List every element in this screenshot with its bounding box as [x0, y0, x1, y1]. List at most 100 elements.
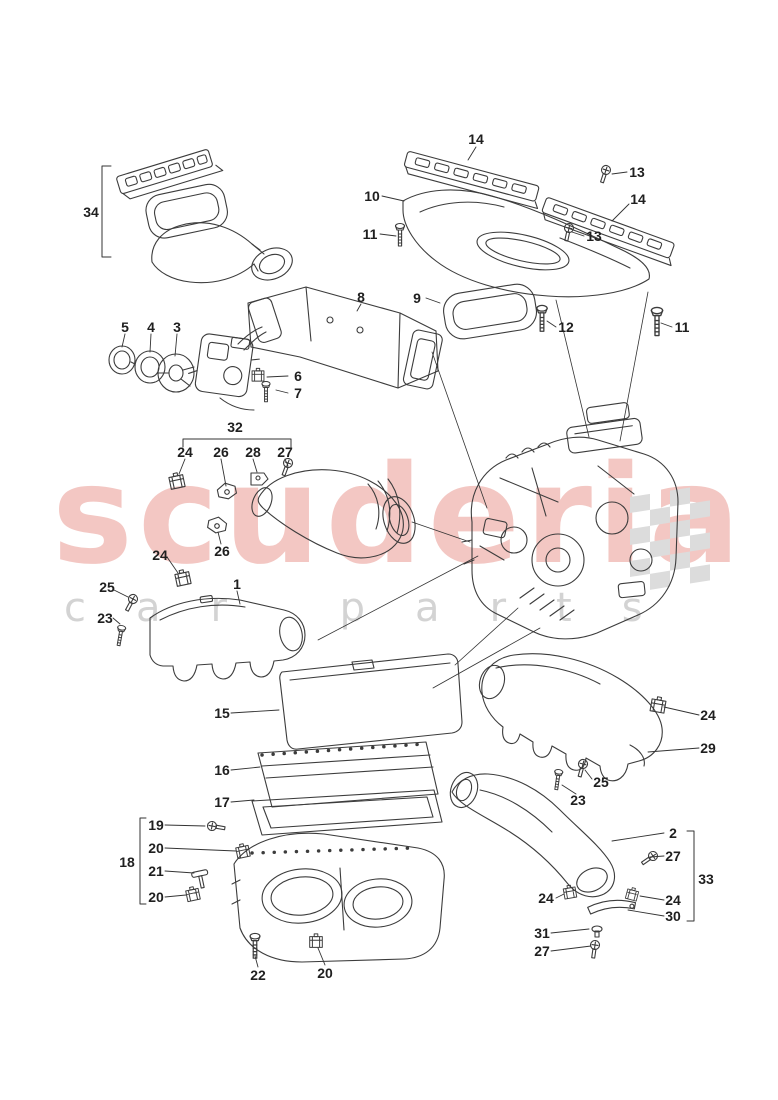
part-30-strap [587, 899, 637, 915]
leader-line [561, 784, 577, 795]
part-13-screw-upper [597, 163, 613, 185]
leader-line [381, 195, 405, 202]
part-20-clip-c [309, 933, 323, 948]
leader-line [164, 894, 187, 898]
part-16-filter-element [257, 741, 439, 808]
part-27-screw-c [588, 939, 601, 960]
leader-lines-layer [101, 146, 700, 968]
part-14-grille-lower [541, 197, 675, 267]
leader-line [121, 333, 126, 348]
checkered-flag-watermark [630, 487, 710, 590]
part-26-bracket-a [216, 482, 237, 500]
leader-line [649, 855, 665, 858]
leader-line [432, 627, 541, 689]
leader-line [164, 824, 206, 827]
part-27-screw-b [639, 849, 660, 868]
part-24-clip-a [167, 471, 186, 490]
part-5-ring [108, 345, 136, 375]
leader-line [546, 320, 557, 328]
leader-line [611, 832, 665, 842]
leader-line [663, 706, 700, 716]
part-24-clip-right [649, 695, 668, 714]
part-24-clip-e [624, 886, 640, 902]
leader-line [113, 589, 129, 598]
leader-line [174, 333, 178, 357]
part-4-ring [130, 350, 166, 384]
leader-line [550, 945, 592, 952]
leader-line [660, 322, 673, 328]
part-25-screw-right [574, 757, 590, 779]
part-7-bolt [261, 381, 271, 403]
leader-line [555, 299, 590, 438]
part-26-bracket-b [207, 516, 228, 534]
part-2-duct [449, 771, 616, 898]
leader-line [266, 375, 289, 378]
part-23-bolt-left [114, 624, 127, 647]
part-6-clip [251, 367, 265, 382]
part-34-grille [116, 149, 224, 200]
leader-line [317, 947, 326, 966]
part-23-bolt-right [551, 768, 564, 791]
part-9-seal [443, 283, 538, 340]
leader-line [627, 909, 665, 917]
part-20-clip-b [184, 885, 201, 903]
leader-line [164, 847, 237, 852]
callout-bracket [101, 165, 112, 258]
leader-line [425, 297, 441, 304]
part-3-connector [157, 326, 267, 411]
part-32-duct [251, 469, 416, 559]
leader-line [236, 590, 241, 605]
leader-line [166, 556, 179, 574]
leader-line [275, 389, 289, 394]
part-28-bracket [250, 472, 269, 486]
part-20-clip-a [234, 842, 251, 860]
leader-line [230, 709, 280, 714]
leader-line [356, 303, 362, 312]
leader-line [230, 799, 255, 803]
leader-line [555, 893, 565, 899]
part-10-air-duct [402, 189, 650, 298]
leader-line [467, 146, 477, 161]
part-21-thumb-screw [191, 869, 209, 889]
leader-line [639, 895, 665, 901]
leader-line [149, 333, 152, 353]
part-1-manifold-duct [149, 594, 306, 682]
part-12-bolt [536, 304, 548, 332]
leader-line [379, 233, 397, 237]
part-11-bolt-right [650, 306, 664, 337]
leader-line [254, 955, 259, 968]
part-34-duct [151, 222, 293, 284]
leader-line [230, 766, 261, 771]
leader-line [431, 351, 488, 509]
leader-line [220, 458, 227, 487]
part-11-bolt-left [394, 222, 406, 247]
leader-line [317, 555, 479, 641]
callout-bracket [182, 438, 292, 448]
leader-line [550, 928, 590, 934]
leader-line [619, 291, 649, 442]
leader-line [571, 231, 585, 237]
part-8-duct [247, 286, 443, 390]
part-14-grille-upper [403, 151, 540, 210]
leader-line [611, 171, 628, 175]
leader-line [217, 531, 222, 545]
watermark-brand-text: scuderia [52, 437, 746, 595]
callout-bracket [686, 830, 695, 922]
leader-line [252, 458, 258, 473]
callout-bracket [139, 817, 147, 905]
leader-line [178, 458, 186, 475]
leader-line [284, 458, 289, 467]
leader-line [454, 607, 519, 666]
leader-line [611, 203, 630, 222]
part-18-housing [231, 832, 445, 963]
leader-line [164, 870, 195, 874]
leader-line [647, 747, 700, 753]
part-19-screw [206, 820, 227, 834]
leader-line [112, 617, 121, 625]
part-29-manifold-duct [478, 653, 663, 782]
leader-line [411, 521, 471, 543]
hvac-unit-assembly [461, 402, 679, 640]
part-17-frame [251, 789, 443, 836]
